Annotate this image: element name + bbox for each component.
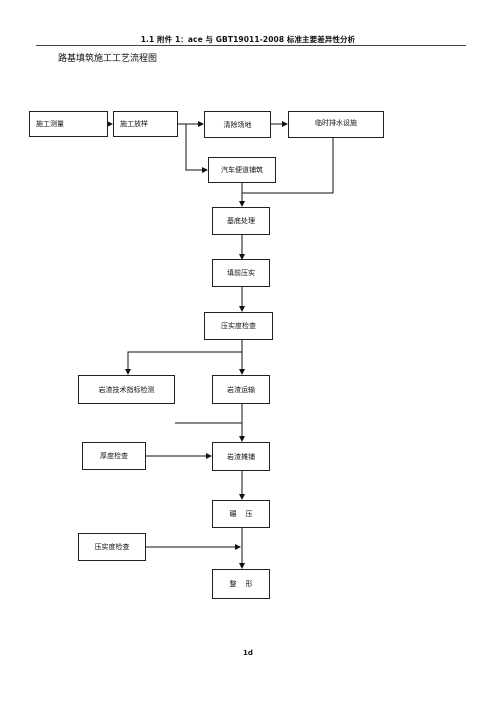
node-transport: 岩渣运输 <box>212 375 270 404</box>
node-thickness-label: 厚度检查 <box>100 452 128 460</box>
node-rock-test-label: 岩渣技术指标检测 <box>98 385 155 394</box>
node-layout: 施工放样 <box>113 111 178 137</box>
page-number: 1d <box>243 649 253 657</box>
node-layout-label: 施工放样 <box>120 120 148 128</box>
node-drain: 临时排水设施 <box>288 111 384 138</box>
node-road-label: 汽车便道铺筑 <box>221 166 263 174</box>
node-shape-label: 整 形 <box>229 580 253 588</box>
node-thickness: 厚度检查 <box>82 442 146 470</box>
node-compact-fill: 填前压实 <box>212 259 270 287</box>
diagram-title: 路基填筑施工工艺流程图 <box>58 54 158 64</box>
edge-layout-road <box>185 124 208 173</box>
node-drain-label: 临时排水设施 <box>315 119 357 127</box>
node-density-check: 压实度检查 <box>204 312 273 340</box>
node-spread-label: 岩渣摊铺 <box>227 452 255 461</box>
node-base: 基底处理 <box>212 207 270 235</box>
node-roll: 碾 压 <box>212 500 270 528</box>
node-density-check-2-label: 压实度检查 <box>94 543 130 551</box>
node-density-check-label: 压实度检查 <box>221 322 256 330</box>
node-spread: 岩渣摊铺 <box>212 442 270 471</box>
node-transport-label: 岩渣运输 <box>227 385 255 394</box>
node-compact-fill-label: 填前压实 <box>227 269 255 277</box>
node-clear: 清除场地 <box>204 111 271 138</box>
node-rock-test: 岩渣技术指标检测 <box>78 375 175 404</box>
node-shape: 整 形 <box>212 569 270 599</box>
node-base-label: 基底处理 <box>227 217 255 225</box>
node-survey: 施工测量 <box>29 111 108 137</box>
node-survey-label: 施工测量 <box>36 120 64 128</box>
node-clear-label: 清除场地 <box>223 120 252 129</box>
node-roll-label: 碾 压 <box>229 510 253 518</box>
header-divider <box>36 45 466 46</box>
node-road: 汽车便道铺筑 <box>208 157 276 183</box>
node-density-check-2: 压实度检查 <box>78 533 146 561</box>
edge-drain-base <box>242 138 334 194</box>
edge-density-rocktest <box>125 351 242 375</box>
page-header: 1.1 附件 1：ace 与 GBT19011-2008 标准主要差异性分析 <box>140 35 356 44</box>
